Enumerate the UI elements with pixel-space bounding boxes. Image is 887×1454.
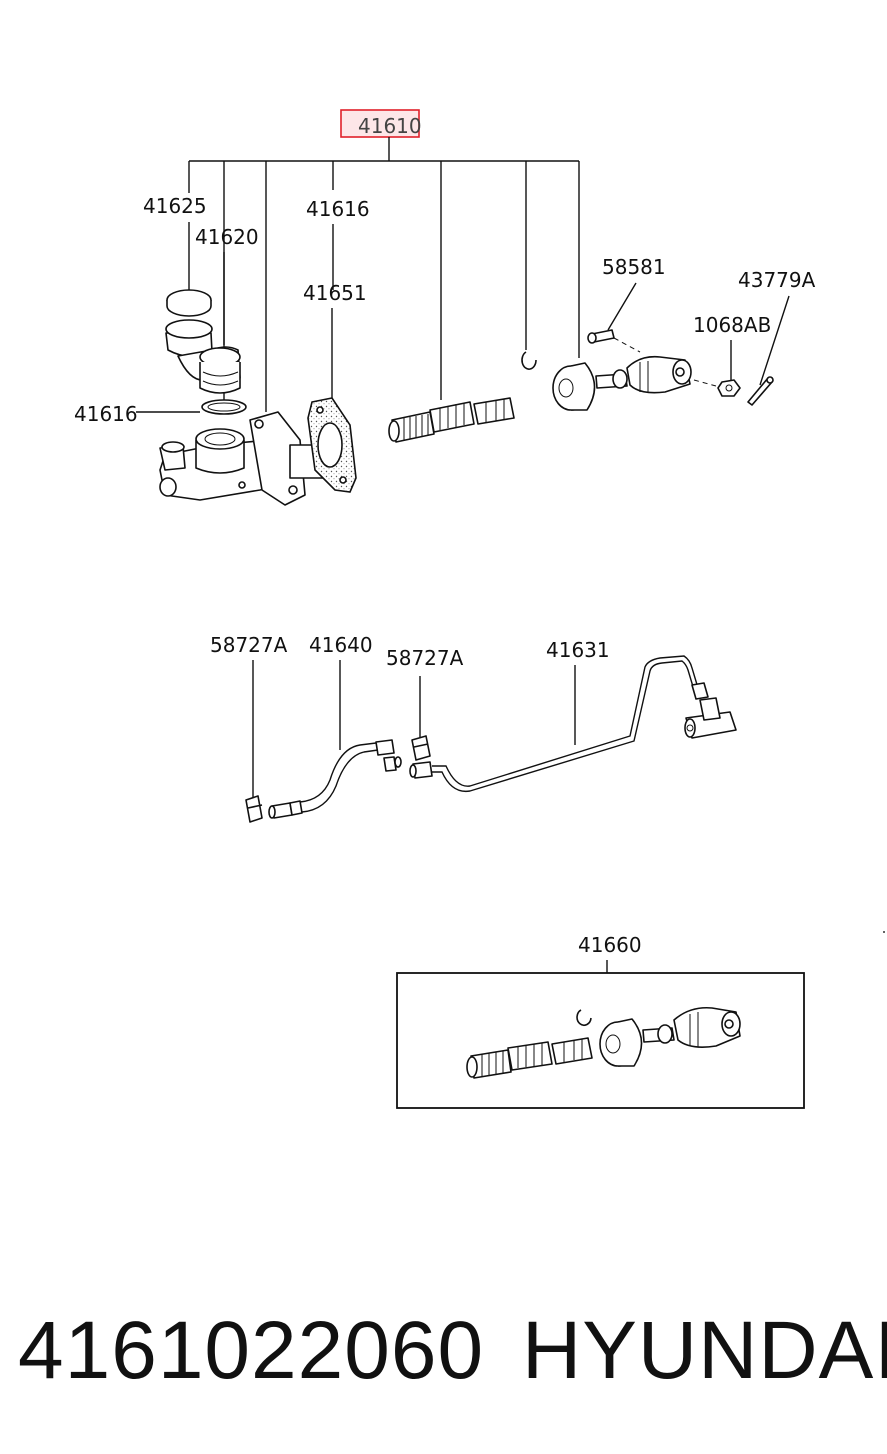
hose-tube-assembly: 58727A 41640 58727A 41631: [210, 633, 737, 823]
clevis-pin: [587, 329, 641, 353]
callout-58581[interactable]: 58581: [602, 255, 666, 279]
callout-41616-top[interactable]: 41616: [306, 197, 370, 221]
reservoir: [165, 319, 241, 394]
reservoir-cap: [166, 289, 212, 317]
master-cylinder-assembly: 41610 41625 41620 41616 41651 58581 4377…: [74, 109, 816, 506]
repair-kit: 41660: [396, 933, 805, 1109]
callout-58727A-mid[interactable]: 58727A: [386, 646, 464, 670]
callout-41625[interactable]: 41625: [143, 194, 207, 218]
callout-1068AB[interactable]: 1068AB: [693, 313, 771, 337]
piston-spring: [388, 397, 515, 443]
leader-lines-top: [136, 222, 790, 413]
selected-callout-highlight[interactable]: [340, 109, 420, 138]
tube-fitting: [684, 697, 737, 739]
nut: [693, 379, 741, 397]
callout-41620[interactable]: 41620: [195, 225, 259, 249]
clip-left: [245, 795, 263, 823]
push-rod-assembly: [552, 355, 692, 411]
seal-ring: [201, 399, 247, 415]
callout-41616-left[interactable]: 41616: [74, 402, 138, 426]
kit-snap-ring: [576, 1009, 592, 1026]
kit-push-rod: [599, 1006, 741, 1067]
footer-part-number: 4161022060: [18, 1305, 485, 1396]
gasket: [307, 397, 357, 493]
callout-43779A[interactable]: 43779A: [738, 268, 816, 292]
callout-41640[interactable]: 41640: [309, 633, 373, 657]
callout-58727A-left[interactable]: 58727A: [210, 633, 288, 657]
flexible-hose: [268, 739, 402, 819]
clutch-tube: [409, 655, 709, 793]
leader-lines-mid: [252, 660, 576, 800]
callout-41610[interactable]: 41610: [358, 114, 422, 138]
edge-mark: [883, 931, 885, 933]
footer: 4161022060 HYUNDAI: [0, 1290, 887, 1400]
master-cylinder-body: [159, 411, 332, 506]
kit-piston-spring: [466, 1037, 593, 1079]
callout-41660[interactable]: 41660: [578, 933, 642, 957]
callout-41631[interactable]: 41631: [546, 638, 610, 662]
snap-ring: [521, 351, 537, 370]
callout-41651[interactable]: 41651: [303, 281, 367, 305]
leader-bracket-41610: [188, 137, 580, 412]
clip-mid: [411, 735, 431, 761]
split-pin: [747, 376, 774, 406]
footer-brand: HYUNDAI: [522, 1305, 887, 1396]
kit-frame: [396, 972, 805, 1109]
